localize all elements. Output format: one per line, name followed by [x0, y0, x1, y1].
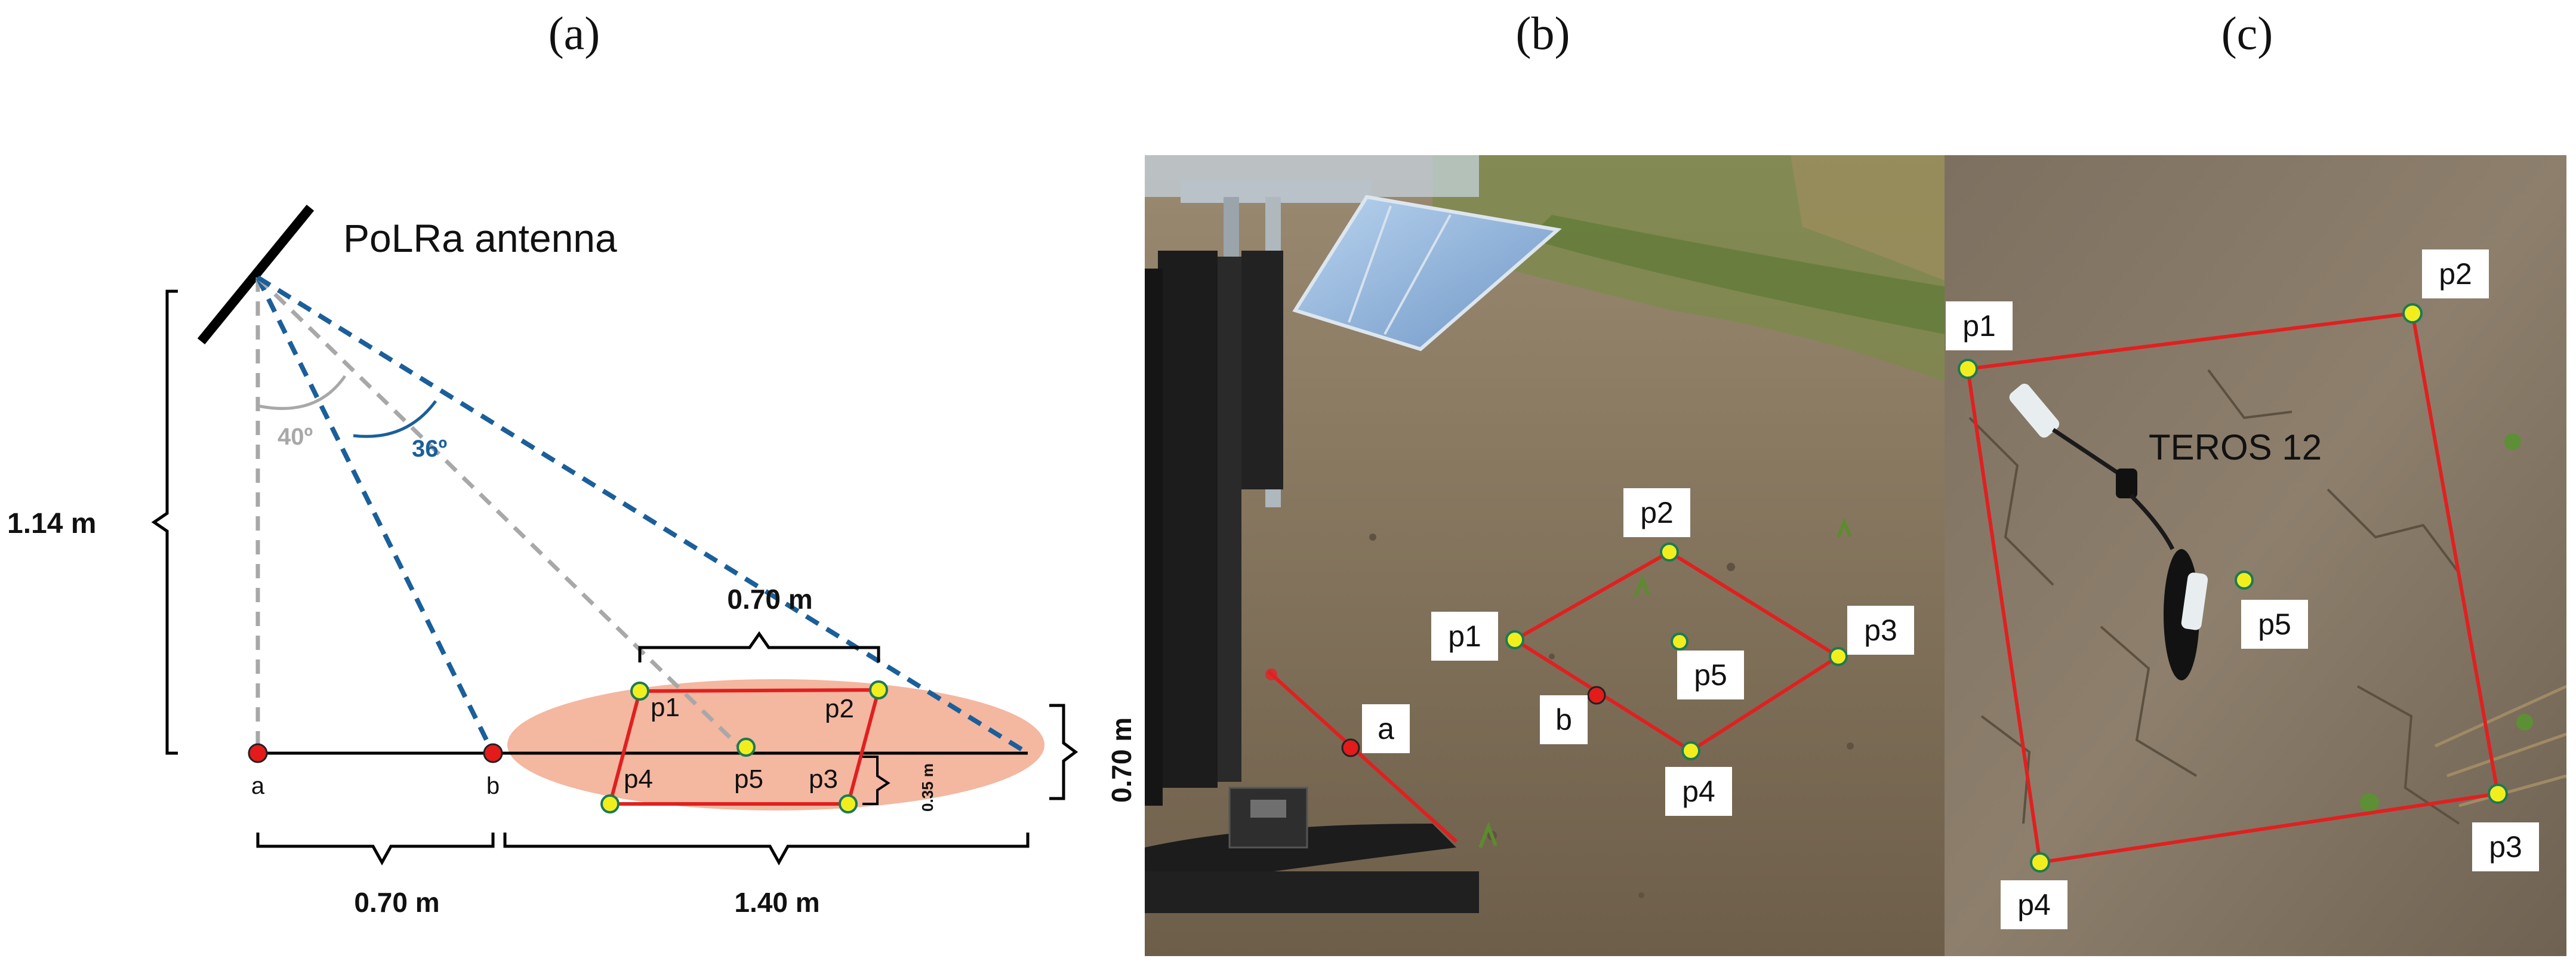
p5-marker [737, 738, 756, 757]
beam-line-outer [256, 275, 1030, 756]
c-p3-label: p3 [2489, 830, 2522, 864]
half-depth-label: 0.35 m [919, 763, 936, 812]
b-p4-label: p4 [1682, 775, 1715, 808]
c-p1-label: p1 [1962, 309, 1996, 343]
b-p2-label: p2 [1640, 496, 1674, 529]
b-p4-marker [1681, 741, 1700, 760]
panel-label-c: (c) [2221, 7, 2273, 59]
b-p1-marker [1505, 630, 1524, 649]
point-a-marker [248, 743, 268, 763]
b-p3-marker [1829, 647, 1848, 666]
depth-bracket [1049, 704, 1079, 800]
c-p2-label: p2 [2439, 257, 2472, 291]
field-photo-c: TEROS 12 p1 p2 p3 p4 p5 [1945, 155, 2566, 956]
dist-ab-label: 0.70 m [354, 887, 439, 918]
c-p2-marker [2402, 303, 2423, 323]
frame-width-bracket [638, 631, 880, 662]
b-point-a-label: a [1378, 712, 1394, 745]
b-p5-label: p5 [1694, 658, 1727, 692]
angle-blue-label: 36º [412, 436, 447, 462]
angle-arc-blue [353, 400, 437, 438]
angle-gray-label: 40º [278, 424, 313, 450]
b-point-b-marker [1587, 686, 1606, 705]
antenna-label: PoLRa antenna [343, 216, 617, 260]
sensor-label: TEROS 12 [2149, 427, 2322, 467]
b-line-a-b [1267, 670, 1458, 843]
c-p1-marker [1958, 359, 1978, 379]
p1-marker [630, 682, 649, 701]
p2-label: p2 [825, 694, 854, 723]
field-photo-b: p1 p2 p3 p4 p5 a b [1145, 155, 1945, 956]
b-point-a-marker [1341, 738, 1360, 757]
schematic-diagram: PoLRa antenna 40º 36º 1.14 m 0.70 m 0.35… [7, 204, 1137, 918]
frame-width-label: 0.70 m [727, 584, 812, 615]
panel-label-b: (b) [1516, 7, 1570, 59]
point-b-marker [483, 743, 503, 763]
height-bracket [151, 289, 178, 755]
sensor-head [2009, 383, 2060, 438]
half-depth-bracket [862, 756, 890, 805]
b-p2-marker [1660, 543, 1679, 562]
b-p3-label: p3 [1864, 614, 1897, 647]
b-p1-label: p1 [1448, 619, 1481, 653]
p4-label: p4 [624, 765, 653, 794]
p3-label: p3 [809, 765, 838, 794]
panel-label-a: (a) [549, 7, 600, 59]
c-p5-label: p5 [2258, 608, 2291, 641]
beam-center-line [256, 276, 748, 755]
b-point-b-label: b [1555, 703, 1572, 736]
footprint-ellipse [507, 679, 1044, 810]
point-b-label: b [486, 773, 500, 799]
p3-marker [839, 794, 858, 813]
dist-b-label: 1.40 m [734, 887, 819, 918]
height-label: 1.14 m [7, 508, 96, 540]
c-p5-marker [2235, 571, 2254, 590]
c-p3-marker [2488, 784, 2508, 804]
p2-marker [869, 680, 888, 699]
beam-line-inner [255, 276, 495, 754]
c-p4-marker [2030, 852, 2050, 873]
dist-ab-bracket [256, 833, 495, 866]
p4-marker [600, 794, 620, 813]
point-a-label: a [251, 773, 265, 799]
dist-b-bracket [503, 833, 1030, 866]
p1-label: p1 [651, 693, 680, 722]
b-p5-marker [1671, 633, 1688, 651]
angle-arc-gray [257, 375, 347, 410]
p5-label: p5 [734, 765, 763, 794]
antenna-bar [197, 204, 315, 345]
depth-label: 0.70 m [1106, 717, 1137, 803]
c-p4-label: p4 [2017, 888, 2051, 921]
